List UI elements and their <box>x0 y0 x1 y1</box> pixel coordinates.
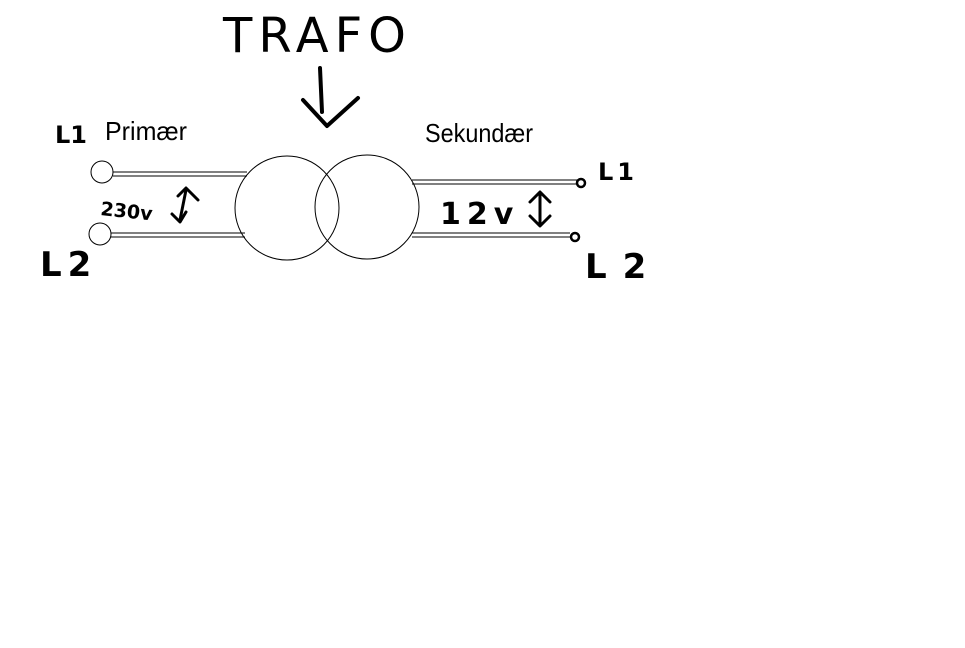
primary-coil <box>234 155 340 261</box>
primary-bottom-wire <box>111 232 245 238</box>
secondary-l1-label: L1 <box>598 158 638 186</box>
primary-l2-label: L2 <box>40 245 97 285</box>
secondary-l2-label: L2 <box>585 247 662 287</box>
primary-l1-terminal <box>90 160 114 184</box>
secondary-voltage-label: 12v <box>440 197 519 232</box>
secondary-coil <box>314 154 420 260</box>
primary-voltage-label: 230v <box>99 198 154 225</box>
secondary-bottom-wire <box>412 232 570 238</box>
primary-l2-terminal <box>88 222 112 246</box>
secondary-label: Sekundær <box>425 118 533 148</box>
title-text: TRAFO <box>222 8 412 64</box>
secondary-l1-terminal <box>575 177 587 189</box>
secondary-l2-terminal <box>569 231 581 243</box>
primary-l1-label: L1 <box>55 121 87 149</box>
primary-voltage-arrow-icon <box>170 186 200 224</box>
primary-top-wire <box>113 171 247 177</box>
down-arrow-icon <box>301 66 360 128</box>
secondary-top-wire <box>412 179 577 185</box>
primary-label: Primær <box>105 116 187 146</box>
secondary-voltage-arrow-icon <box>528 190 552 228</box>
